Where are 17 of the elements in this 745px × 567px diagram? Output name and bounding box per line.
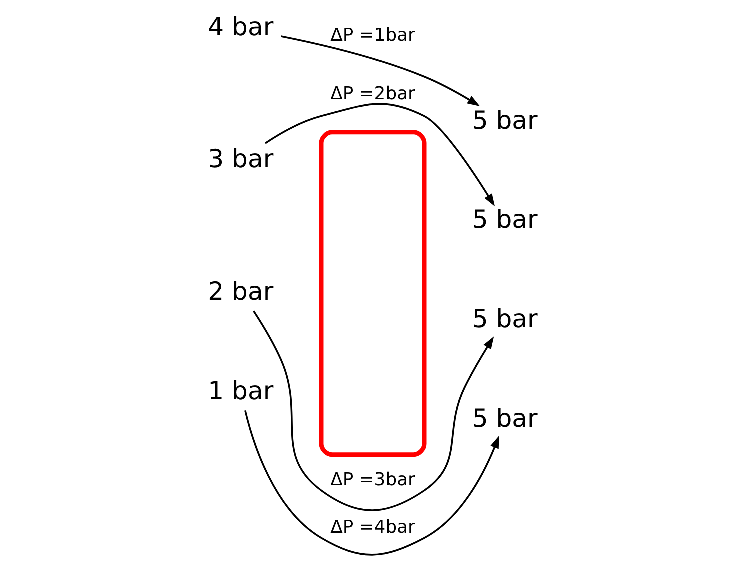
edge-label: ΔP =2bar [330,83,415,104]
node-text: 2 bar [208,276,274,306]
edge-label: ΔP =1bar [330,25,415,46]
node-text: 5 bar [472,205,538,234]
arrow [244,410,499,556]
node-text: 5 bar [472,304,538,334]
node-text: 4 bar [208,12,274,42]
arrow [264,103,495,207]
node-text: 1 bar [208,376,274,406]
arrow [280,36,480,106]
arrow [252,310,494,512]
node-box [318,130,426,458]
node-text: 3 bar [208,144,274,174]
edge-label: ΔP =4bar [330,516,415,538]
node-text: 5 bar [472,404,538,434]
node-text: 5 bar [472,106,538,135]
edge-label: ΔP =3bar [330,469,415,490]
